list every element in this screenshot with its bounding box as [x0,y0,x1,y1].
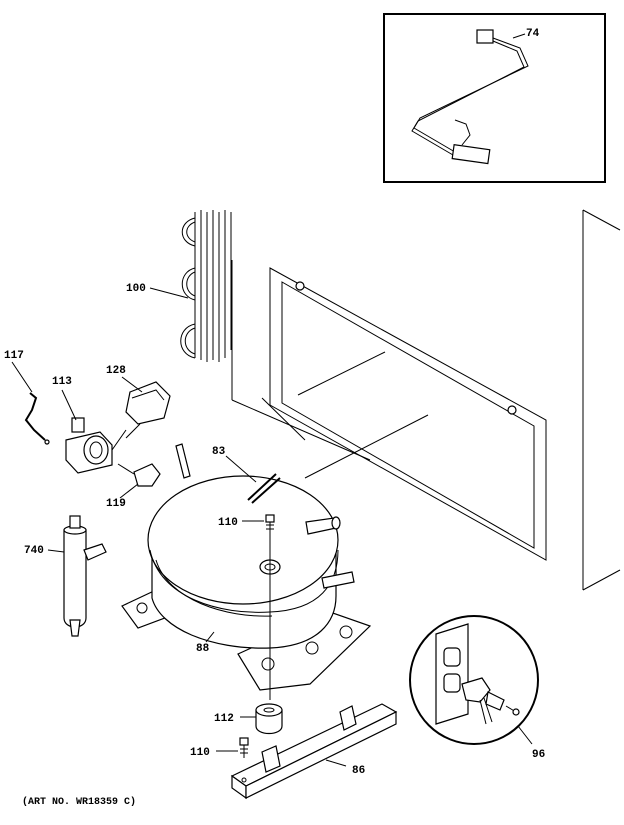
clip-119 [117,463,161,487]
callout-117: 117 [4,350,24,362]
callout-113: 113 [52,376,72,388]
condenser-100 [180,210,232,362]
callout-88: 88 [196,643,210,655]
compressor-88 [121,443,372,700]
callout-100: 100 [126,283,146,295]
callout-83: 83 [212,446,226,458]
outlet-detail-96 [409,615,539,745]
cabinet-outline [231,209,621,591]
callout-112: 112 [214,713,234,725]
art-number: (ART NO. WR18359 C) [22,796,136,808]
callout-740: 740 [24,545,44,557]
callout-119: 119 [106,498,126,510]
cover-128 [125,381,171,439]
callout-96: 96 [532,749,545,761]
callout-74: 74 [526,28,540,40]
mounting-rail-86 [230,703,398,800]
bracket-117 [24,392,50,445]
wire-harness-74 [411,29,529,165]
drier-740 [63,515,107,637]
grommet-112 [255,703,283,735]
inset-harness: 74 [383,13,606,183]
inset-frame [383,13,606,183]
callout-128: 128 [106,365,126,377]
relay-113 [65,417,127,474]
screw-110-top [265,514,275,532]
callout-86: 86 [352,765,365,777]
screw-110-bottom [239,737,249,758]
callout-110-bottom: 110 [190,747,210,759]
callout-110-top: 110 [218,517,238,529]
